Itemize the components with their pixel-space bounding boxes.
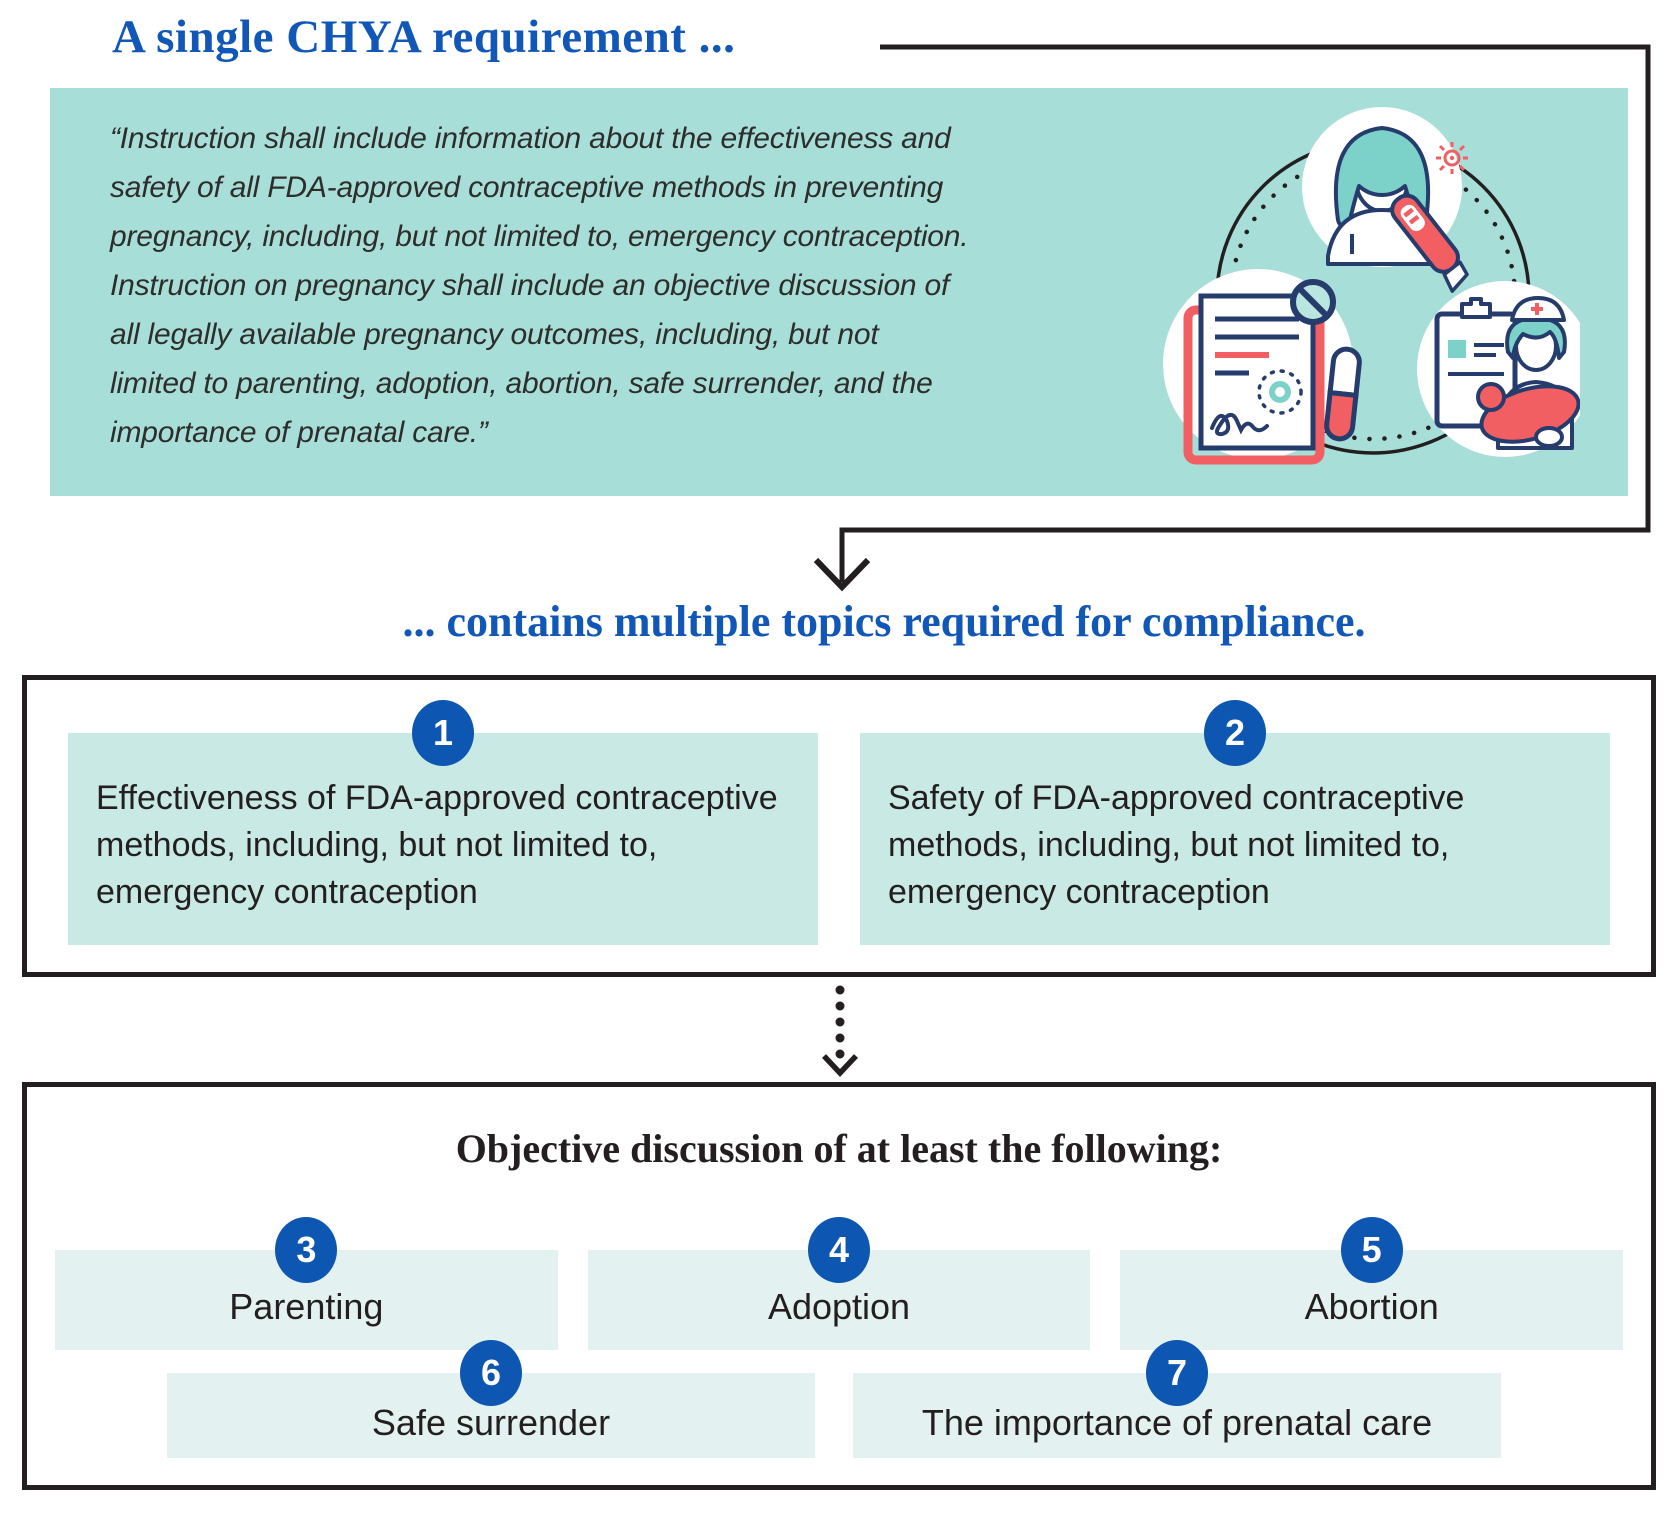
page-title: A single CHYA requirement ... [112,11,736,63]
topic-box-abortion: 5 Abortion [1120,1217,1624,1350]
topic-text-safety: Safety of FDA-approved contraceptive met… [888,779,1465,911]
number-badge-4: 4 [808,1217,870,1283]
pill-icon [1324,346,1362,442]
number-badge-7: 7 [1146,1340,1208,1406]
contract-document-icon [1163,269,1362,465]
chya-requirement-quote: “Instruction shall include information a… [110,122,969,449]
topic-box-effectiveness: 1 Effectiveness of FDA-approved contrace… [68,700,818,945]
topic-box-safety: 2 Safety of FDA-approved contraceptive m… [860,700,1610,945]
number-badge-6: 6 [460,1340,522,1406]
topic-label-adoption: Adoption [767,1286,911,1327]
number-badge-3: 3 [275,1217,338,1283]
discussion-heading: Objective discussion of at least the fol… [455,1126,1223,1171]
compliance-topics-frame: 1 Effectiveness of FDA-approved contrace… [22,675,1656,977]
discussion-row-1: 3 Parenting 4 Adoption 5 Abortion [55,1217,1624,1350]
topic-text-effectiveness: Effectiveness of FDA-approved contracept… [96,779,778,911]
topic-label-prenatal-care: The importance of prenatal care [921,1401,1433,1443]
discussion-topics-frame: Objective discussion of at least the fol… [22,1082,1656,1490]
topic-box-prenatal-care: 7 The importance of prenatal care [853,1340,1501,1458]
subtitle: ... contains multiple topics required fo… [402,597,1366,646]
nurse-holding-newborn-icon [1417,281,1580,457]
topic-box-parenting: 3 Parenting [55,1217,558,1350]
chya-requirement-quote-box: “Instruction shall include information a… [50,88,1628,496]
topic-box-safe-surrender: 6 Safe surrender [167,1340,815,1458]
virus-icon [1436,142,1468,174]
sexual-health-illustration [1163,107,1580,465]
topic-label-safe-surrender: Safe surrender [371,1401,611,1443]
number-badge-2: 2 [1204,700,1266,766]
dotted-arrow [821,985,859,1078]
discussion-row-2: 6 Safe surrender 7 The importance of pre… [27,1340,1641,1458]
number-badge-1: 1 [412,700,474,766]
woman-with-pregnancy-test-icon [1302,107,1469,293]
topic-label-parenting: Parenting [229,1286,384,1327]
number-badge-5: 5 [1340,1217,1403,1283]
pregnancy-test-icon [1390,193,1469,293]
topic-label-abortion: Abortion [1304,1286,1439,1327]
no-sign-icon [1290,279,1336,325]
topic-box-adoption: 4 Adoption [587,1217,1091,1350]
